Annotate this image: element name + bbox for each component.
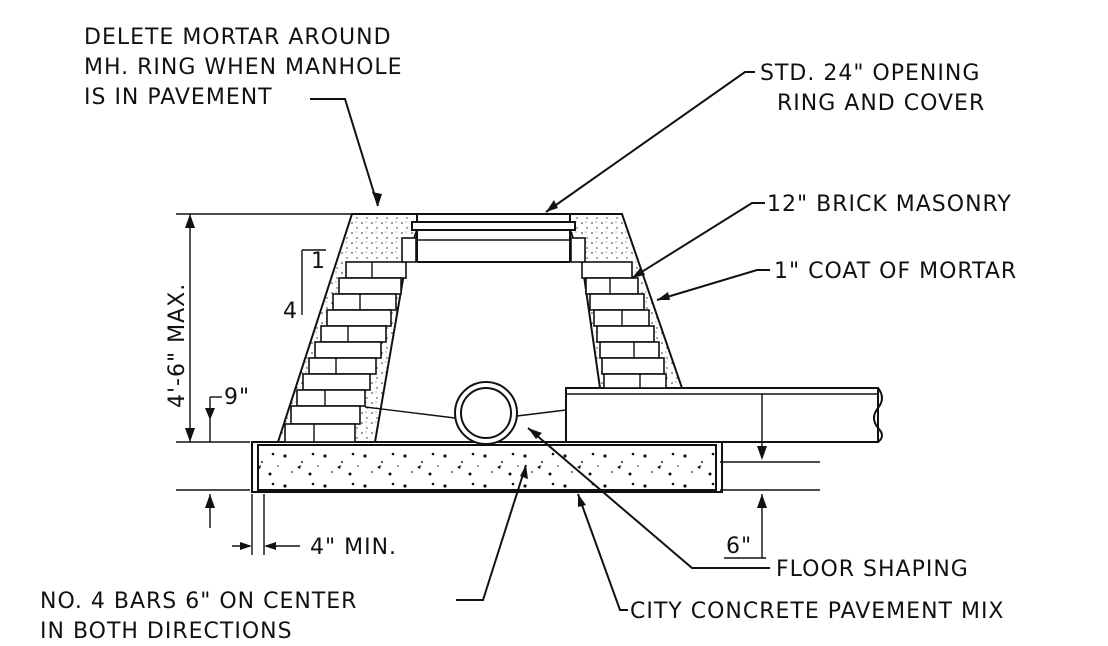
slope-run-label: 4 <box>283 299 298 324</box>
bars-line1: NO. 4 BARS 6" ON CENTER <box>40 589 357 614</box>
ring-cover-line1: STD. 24" OPENING <box>760 61 980 86</box>
floor-shaping-label: FLOOR SHAPING <box>776 557 969 582</box>
brick-masonry-label: 12" BRICK MASONRY <box>767 192 1012 217</box>
concrete-slab <box>251 441 723 493</box>
height-max-label: 4'-6" MAX. <box>165 283 190 408</box>
callout-labels: DELETE MORTAR AROUND MH. RING WHEN MANHO… <box>40 25 1017 644</box>
dim-9-label: 9" <box>224 385 250 410</box>
bars-line2: IN BOTH DIRECTIONS <box>40 619 293 644</box>
dim-4min-label: 4" MIN. <box>310 535 397 560</box>
delete-mortar-line1: DELETE MORTAR AROUND <box>84 25 392 50</box>
right-brick-wall <box>581 261 667 389</box>
dim-6-label: 6" <box>726 534 752 559</box>
slope-rise-label: 1 <box>311 249 326 274</box>
dimension-lines <box>176 213 820 559</box>
concrete-mix-label: CITY CONCRETE PAVEMENT MIX <box>630 599 1005 624</box>
ring-cover-line2: RING AND COVER <box>777 91 985 116</box>
leader-lines <box>310 71 770 611</box>
ring-and-cover <box>401 213 586 263</box>
pipe <box>364 381 567 445</box>
delete-mortar-line3: IS IN PAVEMENT <box>84 85 273 110</box>
left-brick-wall <box>284 261 407 443</box>
pavement-slab <box>565 387 883 443</box>
delete-mortar-line2: MH. RING WHEN MANHOLE <box>84 55 403 80</box>
coat-mortar-label: 1" COAT OF MORTAR <box>774 259 1017 284</box>
